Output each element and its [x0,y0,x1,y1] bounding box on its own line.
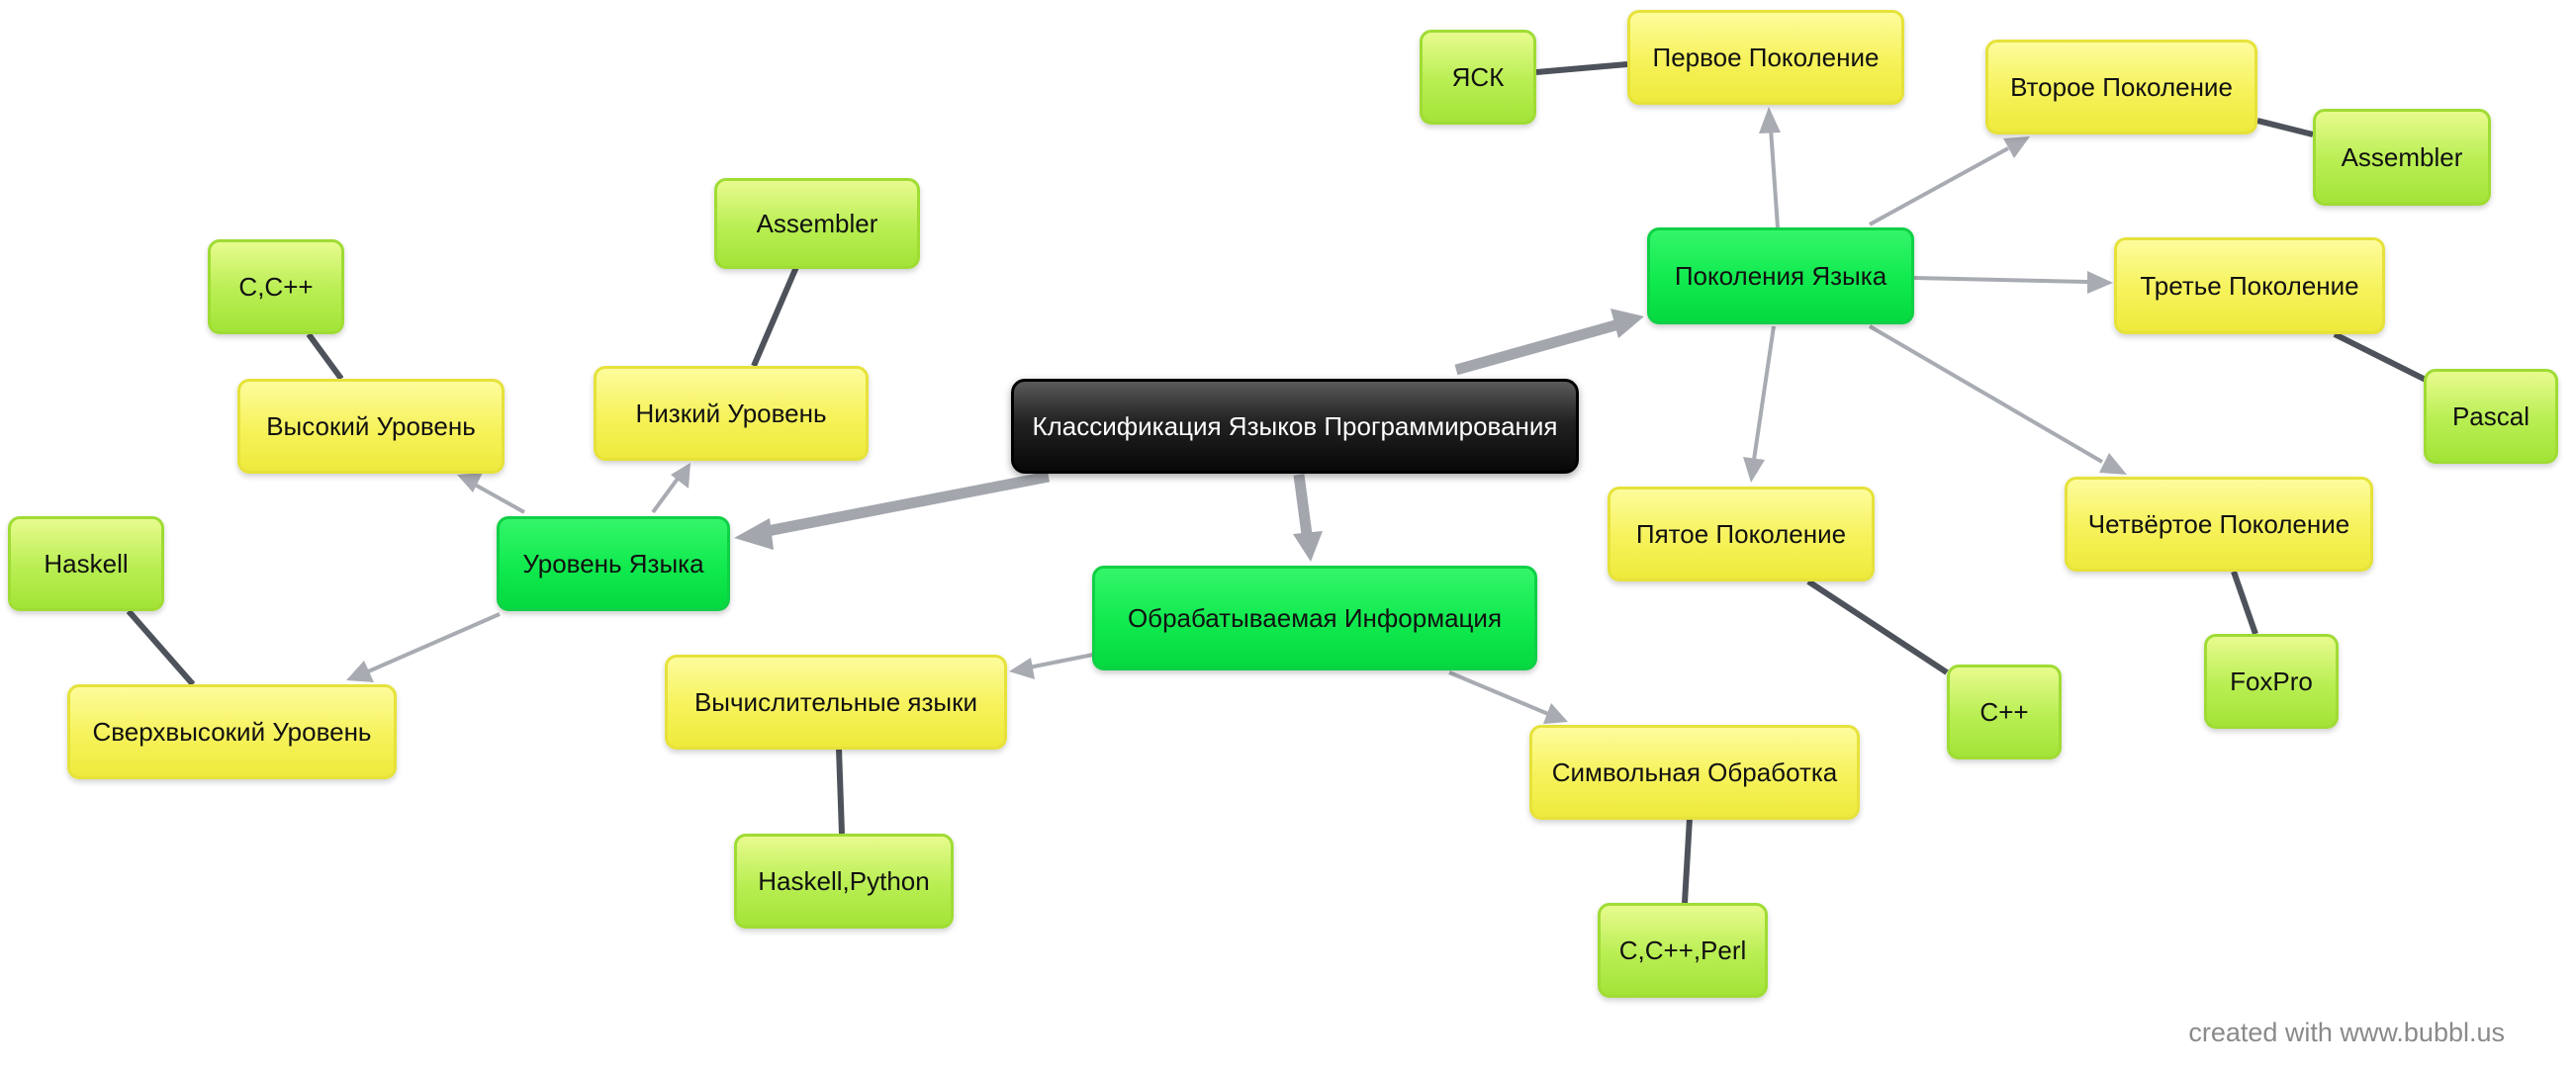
edge-root-generations [1454,317,1624,376]
node-computational-label: Вычислительные языки [693,686,978,717]
link-comp-leaf [836,748,845,835]
leaf-fourth-generation-label: FoxPro [2230,666,2313,696]
node-high-level[interactable]: Высокий Уровень [237,379,505,474]
category-level-label: Уровень Языка [522,548,704,578]
node-symbolic[interactable]: Символьная Обработка [1529,725,1860,820]
arrowhead-veryhigh [346,661,374,682]
node-fifth-generation-label: Пятое Поколение [1635,518,1847,549]
node-very-high-level-label: Сверхвысокий Уровень [92,716,372,747]
link-veryhigh-leaf [126,609,196,686]
arrowhead-fifth [1743,457,1765,483]
link-low-leaf [751,265,799,368]
category-generations-label: Поколения Языка [1674,260,1887,291]
edge-level-high [474,483,525,514]
leaf-fifth-generation-label: C++ [1979,696,2029,727]
leaf-third-generation[interactable]: Pascal [2424,369,2558,464]
root-label: Классификация Языков Программирования [1032,410,1558,441]
edge-gen-fifth [1752,325,1776,461]
node-symbolic-label: Символьная Обработка [1551,756,1838,787]
node-first-generation[interactable]: Первое Поколение [1627,10,1904,105]
edge-gen-fourth [1868,324,2104,464]
node-low-level-label: Низкий Уровень [635,398,827,428]
node-second-generation-label: Второе Поколение [2010,71,2233,102]
edge-root-info [1293,474,1314,543]
node-second-generation[interactable]: Второе Поколение [1985,40,2257,134]
arrowhead-third [2087,271,2113,294]
link-sym-leaf [1682,817,1693,904]
leaf-high-level[interactable]: C,C++ [208,239,344,334]
node-high-level-label: Высокий Уровень [266,410,476,441]
node-low-level[interactable]: Низкий Уровень [594,366,869,461]
edge-root-level [750,471,1051,540]
node-computational[interactable]: Вычислительные языки [665,655,1007,750]
leaf-symbolic[interactable]: C,C++,Perl [1598,903,1768,998]
edge-info-sym [1448,670,1549,716]
node-fourth-generation-label: Четвёртое Поколение [2087,508,2350,539]
category-generations[interactable]: Поколения Языка [1647,227,1914,324]
edge-gen-first [1769,128,1780,228]
edge-info-comp [1028,653,1094,669]
edge-level-low [651,477,680,514]
edge-gen-third [1913,276,2088,284]
arrowhead-first [1759,107,1781,134]
arrowhead-generations [1610,309,1644,338]
footer-credit[interactable]: created with www.bubbl.us [2188,1018,2505,1047]
leaf-fifth-generation[interactable]: C++ [1947,665,2062,759]
arrowhead-second [2003,136,2030,158]
node-first-generation-label: Первое Поколение [1652,42,1880,72]
arrowhead-sym [1543,703,1568,724]
leaf-symbolic-label: C,C++,Perl [1618,934,1747,965]
category-info[interactable]: Обрабатываемая Информация [1092,566,1537,670]
leaf-first-generation[interactable]: ЯСК [1420,30,1536,125]
leaf-very-high-level-label: Haskell [44,548,129,578]
link-high-leaf [306,332,344,381]
arrowhead-high [457,473,483,492]
link-second-leaf [2256,118,2314,137]
arrowhead-level [734,518,774,550]
category-level[interactable]: Уровень Языка [497,516,730,611]
leaf-third-generation-label: Pascal [2451,400,2530,431]
leaf-low-level-label: Assembler [756,208,878,238]
node-third-generation[interactable]: Третье Поколение [2114,237,2385,334]
root-node[interactable]: Классификация Языков Программирования [1011,379,1579,474]
node-fourth-generation[interactable]: Четвёртое Поколение [2065,477,2373,572]
node-very-high-level[interactable]: Сверхвысокий Уровень [67,684,397,779]
leaf-low-level[interactable]: Assembler [714,178,920,269]
leaf-second-generation[interactable]: Assembler [2313,109,2491,206]
arrowhead-comp [1009,658,1035,679]
category-info-label: Обрабатываемая Информация [1127,602,1503,633]
edge-level-veryhigh [365,612,501,674]
link-first-leaf [1535,61,1628,75]
arrowhead-low [671,463,690,489]
node-third-generation-label: Третье Поколение [2140,270,2359,301]
node-fifth-generation[interactable]: Пятое Поколение [1608,487,1875,581]
leaf-computational[interactable]: Haskell,Python [734,834,954,929]
link-fourth-leaf [2231,571,2258,635]
leaf-very-high-level[interactable]: Haskell [8,516,164,611]
leaf-second-generation-label: Assembler [2341,141,2463,172]
leaf-high-level-label: C,C++ [238,271,314,302]
leaf-computational-label: Haskell,Python [758,865,930,896]
link-fifth-leaf [1806,578,1949,675]
link-third-leaf [2333,331,2428,383]
arrowhead-info [1293,531,1323,562]
arrowhead-fourth [2099,453,2127,475]
leaf-fourth-generation[interactable]: FoxPro [2204,634,2339,729]
leaf-first-generation-label: ЯСК [1451,61,1505,92]
edge-gen-second [1869,146,2009,226]
